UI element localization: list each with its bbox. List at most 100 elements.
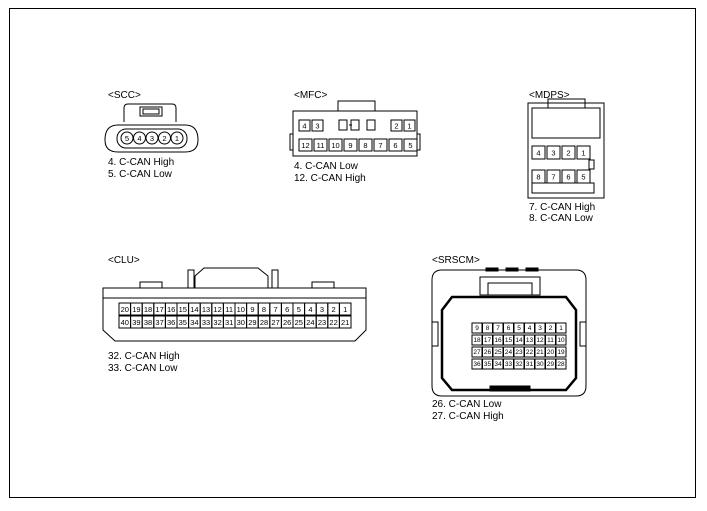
clu-pin-34: 34 bbox=[190, 318, 198, 327]
mdps-pin-1: 1 bbox=[581, 149, 585, 158]
clu-pin-6: 6 bbox=[285, 305, 289, 314]
scc-pin-1-cell bbox=[170, 131, 184, 145]
srscm-pin-19: 19 bbox=[557, 349, 565, 356]
mdps-pin-5-cell bbox=[576, 169, 591, 184]
srscm-pin-32: 32 bbox=[515, 361, 523, 368]
clu-pin-17: 17 bbox=[155, 305, 163, 314]
clu-pin-26: 26 bbox=[283, 318, 291, 327]
srscm-pin-18: 18 bbox=[473, 337, 481, 344]
scc-note-1: 4. C-CAN High bbox=[108, 157, 175, 168]
srscm-pin-17: 17 bbox=[484, 337, 492, 344]
srscm-pin-31: 31 bbox=[526, 361, 534, 368]
srscm-pin-24: 24 bbox=[505, 349, 513, 356]
clu-pin-24: 24 bbox=[306, 318, 314, 327]
srscm-pin-20: 20 bbox=[547, 349, 555, 356]
srscm-note-2: 27. C-CAN High bbox=[432, 411, 504, 422]
mdps-pin-4-cell bbox=[531, 145, 546, 160]
srscm-pin-8: 8 bbox=[486, 325, 490, 332]
clu-pin-11: 11 bbox=[225, 305, 233, 314]
mdps-pin-3-cell bbox=[546, 145, 561, 160]
srscm-pin-36: 36 bbox=[473, 361, 481, 368]
srscm-pin-3: 3 bbox=[538, 325, 542, 332]
mfc-pin-7-cell bbox=[373, 138, 388, 152]
clu-pin-23: 23 bbox=[318, 318, 326, 327]
mfc-pin-4: 4 bbox=[302, 122, 306, 131]
srscm-pin-10-cell bbox=[555, 334, 567, 346]
clu-title: <CLU> bbox=[108, 255, 140, 266]
srscm-pin-5: 5 bbox=[517, 325, 521, 332]
mdps-pin-7-cell bbox=[546, 169, 561, 184]
clu-pin-1-cell bbox=[338, 302, 352, 316]
mfc-pin-6-cell bbox=[388, 138, 403, 152]
mfc-pin-12-cell bbox=[298, 138, 313, 152]
clu-pin-7: 7 bbox=[274, 305, 278, 314]
clu-pin-30: 30 bbox=[237, 318, 245, 327]
clu-pin-22: 22 bbox=[329, 318, 337, 327]
srscm-note-1: 26. C-CAN Low bbox=[432, 399, 502, 410]
mfc-pin-3-cell bbox=[311, 119, 324, 132]
srscm-pin-12: 12 bbox=[536, 337, 544, 344]
mfc-pin-10: 10 bbox=[331, 141, 339, 150]
srscm-pin-29: 29 bbox=[547, 361, 555, 368]
mfc-pin-1: 1 bbox=[407, 122, 411, 131]
scc-pin-3: 3 bbox=[150, 134, 154, 143]
srscm-pin-28-cell bbox=[555, 358, 567, 370]
mdps-pin-2-cell bbox=[561, 145, 576, 160]
clu-pin-10: 10 bbox=[237, 305, 245, 314]
scc-pin-4: 4 bbox=[137, 134, 141, 143]
srscm-pin-19-cell bbox=[555, 346, 567, 358]
mfc-pin-3: 3 bbox=[315, 122, 319, 131]
srscm-pin-6: 6 bbox=[507, 325, 511, 332]
mdps-note-2: 8. C-CAN Low bbox=[529, 213, 593, 224]
clu-pin-32: 32 bbox=[213, 318, 221, 327]
clu-pin-19: 19 bbox=[132, 305, 140, 314]
mfc-pin-5: 5 bbox=[408, 141, 412, 150]
mdps-note-1: 7. C-CAN High bbox=[529, 202, 596, 213]
srscm-pin-10: 10 bbox=[557, 337, 565, 344]
mfc-title: <MFC> bbox=[294, 90, 328, 101]
scc-pin-5: 5 bbox=[125, 134, 129, 143]
mdps-pin-7: 7 bbox=[551, 173, 555, 182]
srscm-pin-16: 16 bbox=[494, 337, 502, 344]
clu-pin-13: 13 bbox=[202, 305, 210, 314]
srscm-pin-11: 11 bbox=[547, 337, 554, 344]
clu-pin-5: 5 bbox=[297, 305, 301, 314]
srscm-pin-25: 25 bbox=[494, 349, 502, 356]
srscm-pin-35: 35 bbox=[484, 361, 492, 368]
mfc-pin-4-cell bbox=[298, 119, 311, 132]
clu-pin-15: 15 bbox=[179, 305, 187, 314]
mfc-pin-5-cell bbox=[403, 138, 418, 152]
mfc-pin-9-cell bbox=[343, 138, 358, 152]
clu-pin-40: 40 bbox=[121, 318, 129, 327]
srscm-title: <SRSCM> bbox=[432, 255, 480, 266]
mdps-pin-4: 4 bbox=[536, 149, 540, 158]
mfc-pin-8-cell bbox=[358, 138, 373, 152]
srscm-pin-21: 21 bbox=[536, 349, 544, 356]
mdps-pin-3: 3 bbox=[551, 149, 555, 158]
clu-pin-25: 25 bbox=[295, 318, 303, 327]
srscm-pin-9: 9 bbox=[475, 325, 479, 332]
clu-pin-31: 31 bbox=[225, 318, 233, 327]
mfc-pin-8: 8 bbox=[363, 141, 367, 150]
mfc-pin-11-cell bbox=[313, 138, 328, 152]
mfc-pin-7: 7 bbox=[378, 141, 382, 150]
srscm-pin-2: 2 bbox=[549, 325, 553, 332]
srscm-pin-13: 13 bbox=[526, 337, 534, 344]
mfc-pin-12: 12 bbox=[301, 141, 309, 150]
clu-pin-27: 27 bbox=[271, 318, 279, 327]
scc-pin-2: 2 bbox=[162, 134, 166, 143]
clu-pin-8: 8 bbox=[262, 305, 266, 314]
scc-pin-1: 1 bbox=[175, 134, 179, 143]
srscm-pin-28: 28 bbox=[557, 361, 565, 368]
clu-pin-3: 3 bbox=[320, 305, 324, 314]
mdps-pin-8-cell bbox=[531, 169, 546, 184]
mfc-pin-1-cell bbox=[403, 119, 416, 132]
clu-pin-28: 28 bbox=[260, 318, 268, 327]
clu-pin-2: 2 bbox=[332, 305, 336, 314]
mfc-note-2: 12. C-CAN High bbox=[294, 173, 366, 184]
clu-pin-1: 1 bbox=[343, 305, 347, 314]
